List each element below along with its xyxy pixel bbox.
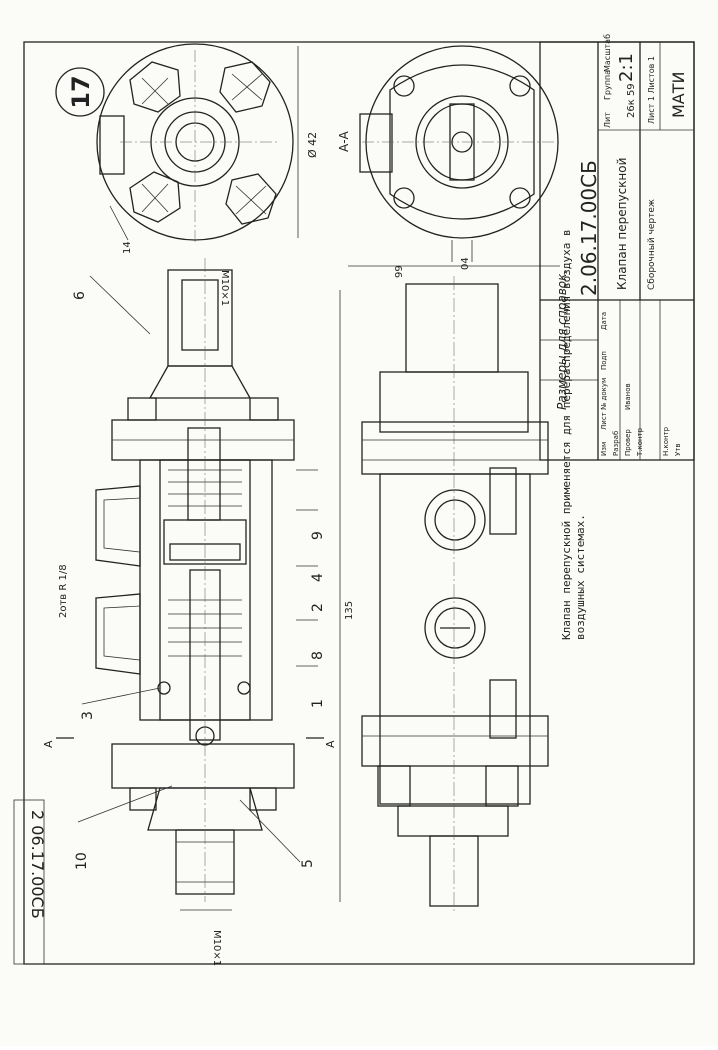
label: Иванов	[624, 383, 632, 410]
exterior-view	[361, 276, 549, 912]
part-number: 1	[310, 699, 326, 708]
title-subname: Сборочный чертеж	[647, 199, 657, 290]
label: Т.контр	[636, 427, 644, 457]
dim-04: 04	[460, 257, 471, 270]
part-number: 5	[300, 859, 316, 868]
thread-bottom: М10×1	[211, 930, 222, 966]
part-number: 6	[72, 291, 88, 300]
label: Изм	[600, 442, 608, 456]
part-number: 10	[74, 852, 90, 870]
dim-length: 135	[344, 601, 355, 620]
title-name: Клапан перепускной	[615, 158, 629, 290]
side-stamp	[13, 799, 45, 965]
label: Н.контр	[662, 426, 670, 456]
title-sheet-info: Лист 1 Листов 1	[647, 56, 656, 124]
sheet-number-badge: 17	[55, 67, 105, 117]
label: Дата	[600, 312, 608, 330]
side-code: 2 06.17.00СБ	[28, 810, 47, 919]
hole-note: 2отв R 1/8	[58, 564, 69, 618]
part-number: 4	[310, 573, 326, 582]
part-number: 8	[310, 651, 326, 660]
label: Лист	[600, 412, 608, 430]
longitudinal-section: А А М10×1 М10×1 2отв R 1/8	[42, 258, 337, 966]
end-view: Ø 42 14	[96, 43, 319, 254]
part-callouts	[77, 275, 318, 863]
dim-14: 14	[122, 241, 133, 254]
drawing-frame	[23, 41, 695, 965]
label: Разраб	[612, 431, 620, 456]
thread-top: М10×1	[219, 270, 230, 306]
title-block: 2.06.17.00СБ Клапан перепускной Сборочны…	[539, 34, 695, 461]
label: Утв	[674, 444, 682, 456]
label: Провер	[624, 429, 632, 456]
description-caption: Клапан перепускной применяется для перер…	[560, 229, 587, 640]
part-number: 3	[80, 711, 96, 720]
part-number: 2	[310, 603, 326, 612]
section-marker-right: А	[324, 740, 337, 748]
title-organization: МАТИ	[669, 72, 688, 119]
part-number: 9	[310, 531, 326, 540]
title-mass: 26к 59	[626, 83, 637, 118]
title-designation: 2.06.17.00СБ	[577, 160, 601, 296]
section-marker-left: А	[42, 740, 55, 748]
part-numbers: 6 9 4 2 8 1 3 10 5	[72, 291, 326, 870]
dim-width: 99	[394, 265, 405, 278]
section-view: 04 99	[348, 45, 562, 278]
label: Подп	[600, 351, 608, 370]
section-label: А-А	[337, 130, 351, 152]
title-col-group: Группа	[603, 70, 612, 100]
title-col-lit: Лит	[603, 112, 612, 128]
title-scale: 2:1	[616, 53, 637, 82]
dim-diameter: Ø 42	[306, 132, 319, 158]
sheet-number: 17	[67, 75, 95, 108]
bolt-heads	[129, 61, 277, 225]
title-col-mass: Масштаб	[603, 34, 612, 72]
label: № докум	[600, 378, 608, 410]
